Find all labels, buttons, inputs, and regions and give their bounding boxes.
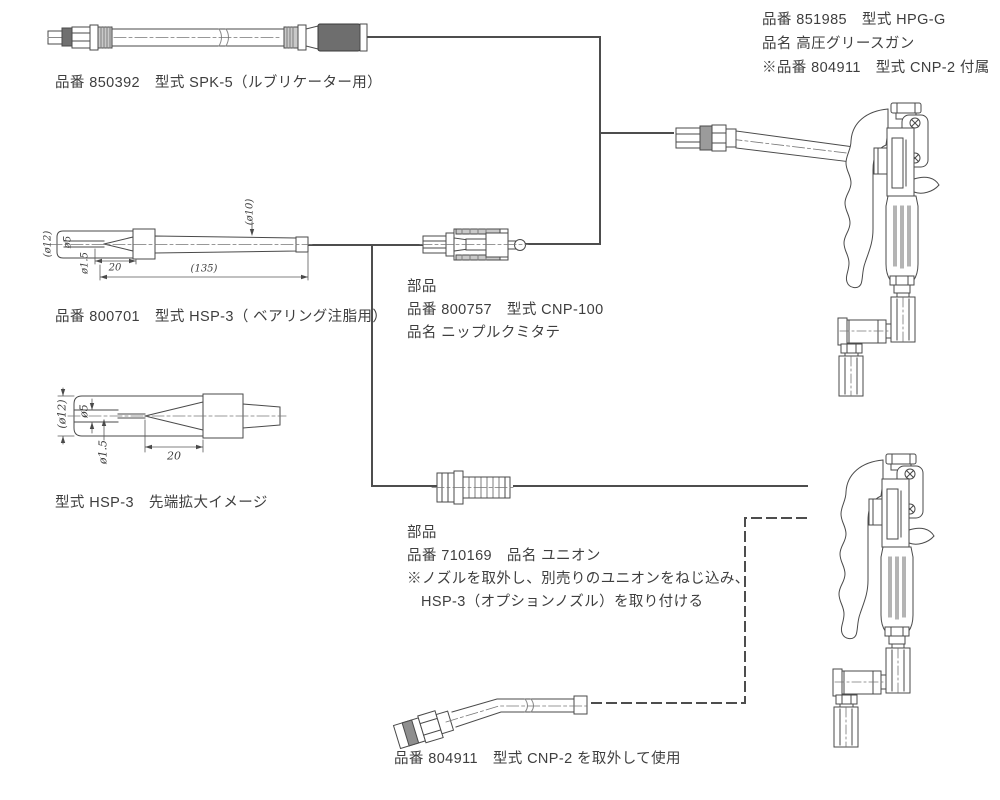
- dim-main-dia1-5: ø1.5: [79, 252, 91, 274]
- union-line1: 品番 710169 品名 ユニオン: [407, 548, 601, 564]
- hsp3-tip-label: 型式 HSP-3 先端拡大イメージ: [55, 495, 268, 511]
- dim-main-dia12: (ø12): [42, 230, 54, 258]
- union-drawing: [431, 470, 517, 505]
- cnp100-line2: 品名 ニップルクミタテ: [407, 325, 561, 341]
- cnp2-drawing: [392, 695, 588, 750]
- cnp100-heading: 部品: [407, 279, 437, 295]
- hsp3-drawing: [49, 221, 313, 281]
- connector-spk5-to-gun: [367, 36, 601, 245]
- cnp100-drawing: [419, 228, 529, 261]
- dim-main-len20: 20: [108, 262, 122, 274]
- dim-main-dia5: ø5: [62, 235, 74, 249]
- dim-main-dia10: (ø10): [244, 198, 256, 226]
- cnp100-line1: 品番 800757 型式 CNP-100: [407, 302, 604, 318]
- union-heading: 部品: [407, 525, 437, 541]
- gun1-nozzle: [675, 124, 881, 166]
- spk5-drawing: [47, 23, 368, 52]
- spk5-label: 品番 850392 型式 SPK-5（ルブリケーター用）: [55, 75, 383, 91]
- grease-gun-top: [837, 102, 940, 397]
- cnp2-label: 品番 804911 型式 CNP-2 を取外して使用: [394, 751, 681, 767]
- dim-tip-dia5: ø5: [77, 404, 91, 418]
- hpg-gun-label: 品番 851985 型式 HPG-G 品名 高圧グリースガン ※品番 80491…: [762, 8, 990, 80]
- dim-tip-len20: 20: [167, 449, 181, 463]
- connector-down-to-union: [371, 244, 438, 487]
- dim-tip-dia12: (ø12): [55, 399, 69, 429]
- hpg-line3: ※品番 804911 型式 CNP-2 付属: [762, 60, 990, 76]
- union-note2: HSP-3（オプションノズル）を取り付ける: [421, 594, 704, 610]
- cnp100-label: 部品 品番 800757 型式 CNP-100 品名 ニップルクミタテ: [407, 276, 604, 345]
- connector-lines: [307, 36, 808, 704]
- hsp3-tip-drawing: [57, 387, 287, 453]
- grease-gun-bottom: [832, 453, 935, 748]
- dim-main-len135: (135): [190, 263, 218, 275]
- dim-tip-dia1-5: ø1.5: [96, 439, 110, 465]
- hsp3-label: 品番 800701 型式 HSP-3（ ベアリング注脂用）: [55, 309, 388, 325]
- union-label: 部品 品番 710169 品名 ユニオン ※ノズルを取外し、別売りのユニオンをね…: [407, 522, 750, 614]
- connector-cnp2-dashed: [591, 517, 808, 704]
- union-note1: ※ノズルを取外し、別売りのユニオンをねじ込み、: [407, 571, 750, 587]
- hpg-line2: 品名 高圧グリースガン: [762, 36, 915, 52]
- hpg-line1: 品番 851985 型式 HPG-G: [762, 12, 946, 28]
